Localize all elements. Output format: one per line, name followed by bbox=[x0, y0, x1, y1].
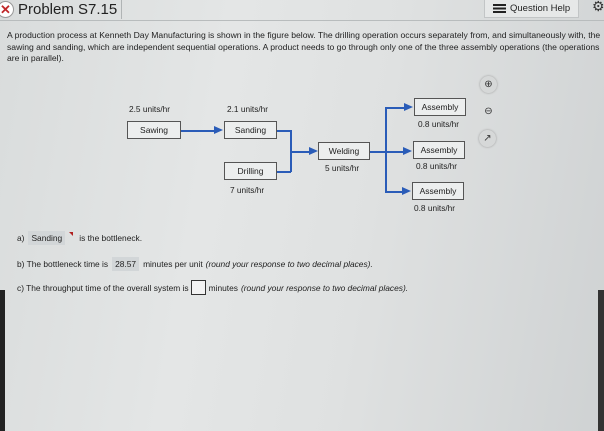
question-help-button[interactable]: Question Help bbox=[484, 0, 580, 18]
question-b-prefix: b) The bottleneck time is bbox=[17, 259, 109, 269]
assembly-label: Assembly bbox=[421, 102, 459, 112]
question-c-hint: (round your response to two decimal plac… bbox=[240, 282, 409, 293]
question-b: b) The bottleneck time is 28.57 minutes … bbox=[17, 257, 373, 271]
sanding-label: Sanding bbox=[234, 125, 267, 135]
connector-drilling bbox=[277, 171, 291, 173]
question-a: a) Sanding is the bottleneck. bbox=[17, 231, 142, 245]
question-b-suffix: minutes per unit bbox=[143, 259, 203, 269]
bottleneck-dropdown[interactable]: Sanding bbox=[28, 231, 66, 245]
question-c-suffix: minutes bbox=[208, 282, 238, 293]
popout-button[interactable]: ↗ bbox=[479, 130, 496, 147]
assembly-label: Assembly bbox=[419, 186, 457, 196]
sawing-label: Sawing bbox=[140, 125, 168, 135]
welding-label: Welding bbox=[328, 146, 360, 156]
bottleneck-time-input[interactable]: 28.57 bbox=[112, 257, 140, 271]
zoom-out-button[interactable]: ⊖ bbox=[480, 103, 497, 120]
question-b-hint: (round your response to two decimal plac… bbox=[205, 259, 373, 269]
question-a-prefix: a) bbox=[17, 233, 25, 243]
assembly-node-3: Assembly bbox=[412, 182, 464, 200]
throughput-time-input[interactable] bbox=[190, 280, 206, 295]
problem-description: A production process at Kenneth Day Manu… bbox=[7, 30, 601, 63]
list-icon bbox=[493, 3, 506, 13]
x-circle-icon: ✕ bbox=[0, 1, 14, 18]
arrow-head bbox=[403, 147, 412, 155]
arrow-head bbox=[402, 187, 411, 195]
arrow-head bbox=[309, 147, 318, 155]
welding-node: Welding bbox=[318, 142, 370, 160]
incorrect-flag-icon bbox=[69, 232, 74, 236]
process-diagram: 2.5 units/hr Sawing 2.1 units/hr Sanding… bbox=[127, 76, 497, 213]
zoom-in-icon: ⊕ bbox=[484, 79, 493, 90]
connector-welding-out bbox=[370, 151, 405, 153]
welding-rate: 5 units/hr bbox=[325, 163, 360, 173]
question-a-suffix: is the bottleneck. bbox=[79, 233, 143, 243]
sanding-node: Sanding bbox=[224, 121, 277, 139]
gear-icon[interactable]: ⚙ bbox=[592, 0, 604, 14]
connector-split bbox=[385, 107, 387, 192]
question-c-prefix: c) The throughput time of the overall sy… bbox=[17, 282, 189, 293]
assembly-rate-1: 0.8 units/hr bbox=[418, 119, 460, 129]
connector-to-welding bbox=[290, 151, 310, 153]
connector-sanding bbox=[277, 130, 291, 132]
connector-sawing-sanding bbox=[181, 130, 216, 132]
assembly-node-2: Assembly bbox=[413, 141, 465, 159]
sawing-rate: 2.5 units/hr bbox=[129, 104, 171, 114]
assembly-node-1: Assembly bbox=[414, 98, 466, 116]
question-c: c) The throughput time of the overall sy… bbox=[17, 280, 408, 295]
page-title: Problem S7.15 bbox=[18, 1, 118, 18]
drilling-node: Drilling bbox=[224, 162, 277, 180]
question-help-label: Question Help bbox=[510, 2, 571, 14]
screen-bezel-left bbox=[0, 290, 5, 431]
zoom-out-icon: ⊖ bbox=[484, 106, 493, 117]
connector-assembly-1 bbox=[385, 107, 405, 109]
drilling-rate: 7 units/hr bbox=[230, 185, 265, 195]
arrow-head bbox=[214, 126, 223, 134]
sanding-rate: 2.1 units/hr bbox=[227, 104, 269, 114]
assembly-rate-3: 0.8 units/hr bbox=[414, 203, 456, 213]
assembly-label: Assembly bbox=[420, 145, 458, 155]
title-box: ✕ Problem S7.15 bbox=[0, 0, 123, 19]
zoom-in-button[interactable]: ⊕ bbox=[480, 76, 497, 93]
assembly-rate-2: 0.8 units/hr bbox=[416, 161, 458, 171]
screen-bezel-right bbox=[598, 290, 604, 431]
popout-icon: ↗ bbox=[483, 133, 492, 144]
connector-assembly-3 bbox=[385, 191, 404, 193]
sawing-node: Sawing bbox=[127, 121, 181, 139]
header-bar: ✕ Problem S7.15 Question Help ⚙ bbox=[0, 0, 604, 21]
arrow-head bbox=[404, 103, 413, 111]
drilling-label: Drilling bbox=[237, 166, 264, 176]
